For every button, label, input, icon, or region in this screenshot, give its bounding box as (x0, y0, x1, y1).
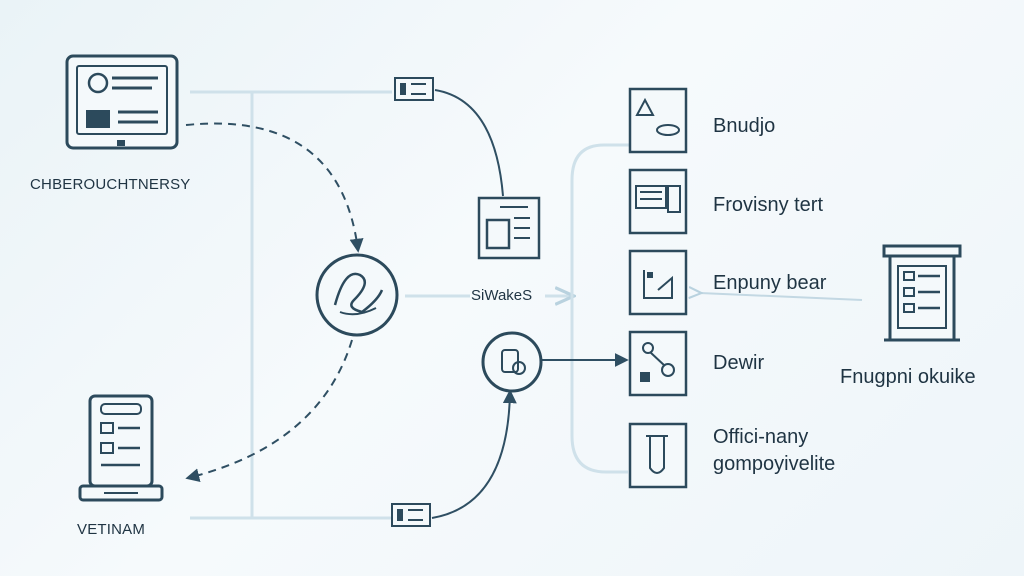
list-item-label-1: Bnudjo (713, 115, 776, 137)
laptop-icon (78, 394, 164, 502)
list-box-3 (628, 249, 688, 316)
list-item-label-2: Frovisny tert (713, 194, 824, 216)
gear-circle-icon (481, 331, 543, 393)
center-hub-label: SiWakeS (471, 287, 533, 304)
document-box-icon (477, 196, 541, 260)
bottom-left-device-label: VETINAM (77, 521, 146, 538)
ticket-icon-top (394, 77, 434, 101)
dashed-arrow-top (185, 122, 364, 253)
list-box-4 (628, 330, 688, 397)
hub-circle-icon (315, 253, 399, 337)
dashed-arrow-bottom (185, 339, 353, 483)
list-item-label-4: Dewir (713, 352, 765, 374)
top-left-device-label: CHBEROUCHTNERSY (30, 176, 191, 193)
list-box-1 (628, 87, 688, 154)
pale-connector (700, 293, 863, 301)
list-item-label-3: Enpuny bear (713, 272, 827, 294)
list-box-5 (628, 422, 688, 489)
right-building-label: Fnugpni okuike (840, 366, 976, 388)
guide-lines (190, 90, 632, 520)
list-item-label-5: Offici-nany gompoyivelite (713, 426, 836, 475)
ticket-icon-bottom (391, 503, 431, 527)
building-icon (882, 244, 962, 342)
monitor-icon (65, 54, 179, 150)
list-box-2 (628, 168, 688, 235)
solid-arrow-bottom (431, 389, 517, 519)
solid-arrow-top (434, 89, 504, 197)
